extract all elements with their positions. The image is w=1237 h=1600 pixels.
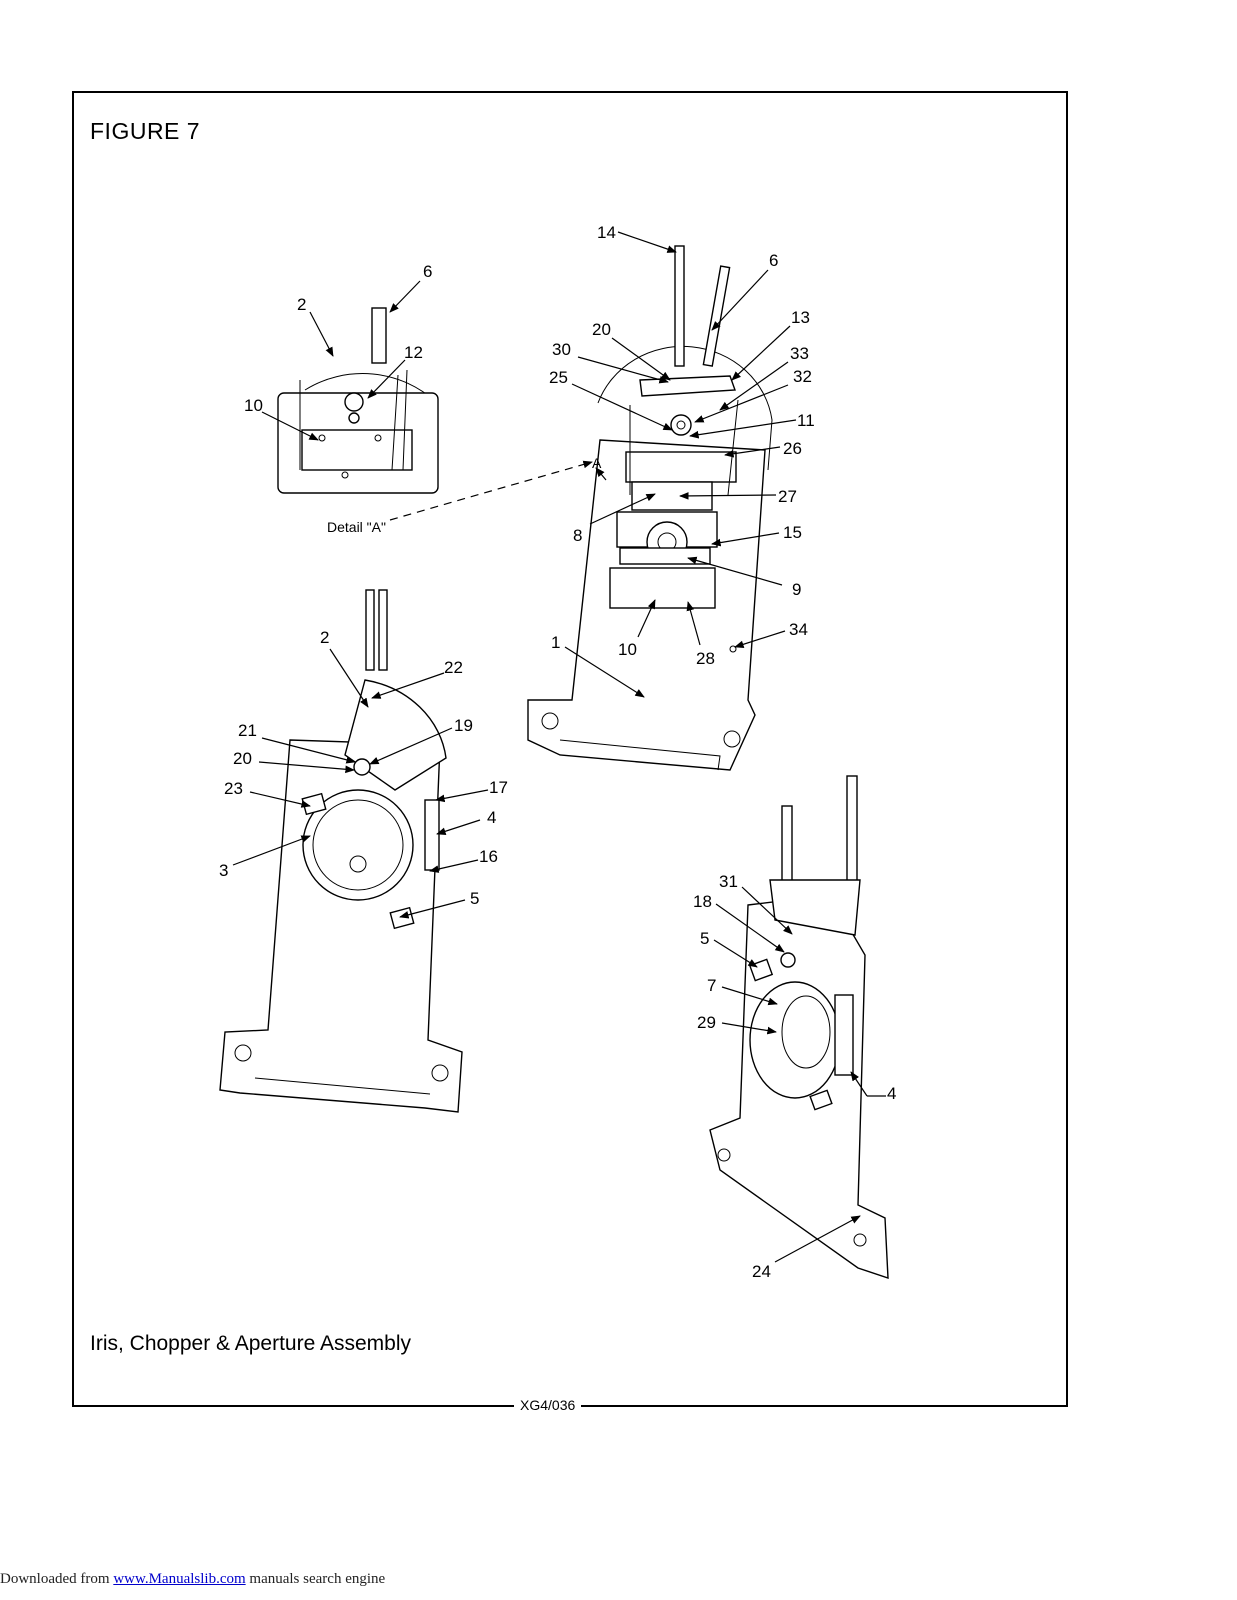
callout-28: 28 [696,649,715,668]
callout-detail-6: 6 [423,262,432,281]
lower-block-10 [609,567,716,609]
rod-6 [702,265,731,367]
callout-18: 18 [693,892,712,911]
aperture-center [781,995,831,1069]
footer-suffix: manuals search engine [245,1571,386,1587]
callout-34: 34 [789,620,808,639]
callout-31: 31 [719,872,738,891]
rod-14 [674,245,685,367]
nut-18 [780,952,796,968]
callout-11: 11 [797,411,815,430]
detail-circle-arc [304,373,437,403]
figure-caption: Iris, Chopper & Aperture Assembly [90,1332,411,1355]
callout-7: 7 [707,976,716,995]
detail-knob [344,392,364,412]
callout-16: 16 [479,847,498,866]
mount-hole [723,730,741,748]
callout-left-2: 2 [320,628,329,647]
callout-32: 32 [793,367,812,386]
callout-22: 22 [444,658,463,677]
mount-hole [541,712,559,730]
callout-left-4: 4 [487,808,496,827]
footer-prefix: Downloaded from [0,1571,114,1587]
callout-26: 26 [783,439,802,458]
download-footer: Downloaded from www.Manualslib.com manua… [0,1571,385,1588]
bracket-13 [639,375,736,397]
figure-title: FIGURE 7 [90,118,201,144]
detail-rod-6 [371,307,387,364]
iris-3 [302,789,414,901]
mount-hole [431,1064,449,1082]
callout-29: 29 [697,1013,716,1032]
callout-right-4: 4 [887,1084,896,1103]
detail-screw [318,434,326,442]
rod-right [781,805,793,887]
solenoid-4-right [834,994,854,1076]
leader-lines [232,231,886,1263]
callout-19: 19 [454,716,473,735]
detail-springs [299,369,408,471]
callout-8: 8 [573,526,582,545]
callout-left-5: 5 [470,889,479,908]
callout-24: 24 [752,1262,771,1281]
aperture-block-26 [625,451,737,483]
base-slot [559,739,721,771]
callout-right-5: 5 [700,929,709,948]
top-assembly-view [527,245,773,771]
callout-14: 14 [597,223,616,242]
callout-6: 6 [769,251,778,270]
detail-a-marker: A [592,455,602,471]
callout-10: 10 [618,640,637,659]
detail-screw [341,471,349,479]
callout-15: 15 [783,523,802,542]
manualslib-link[interactable]: www.Manualslib.com [113,1571,246,1587]
callout-detail-12: 12 [404,343,423,362]
rod-left [378,589,388,671]
callout-21: 21 [238,721,257,740]
callout-20: 20 [592,320,611,339]
iris-hole [349,855,367,873]
pivot-32 [676,420,686,430]
callout-23: 23 [224,779,243,798]
chopper-bracket [769,879,861,936]
mount-hole [717,1148,731,1162]
detail-a-label: Detail "A" [327,519,386,535]
callout-27: 27 [778,487,797,506]
clip-lower [809,1089,833,1111]
slide-9 [619,547,711,565]
callout-left-20: 20 [233,749,252,768]
callout-detail-10: 10 [244,396,263,415]
callout-33: 33 [790,344,809,363]
mount-hole [234,1044,252,1062]
callout-1: 1 [551,633,560,652]
callout-detail-2: 2 [297,295,306,314]
mount-hole [853,1233,867,1247]
rod-left [365,589,375,671]
callout-9: 9 [792,580,801,599]
right-assembly-view [709,775,889,1279]
left-assembly-view [219,589,463,1113]
callout-labels: 6 2 12 10 14 6 13 20 33 30 32 25 11 26 2… [219,223,896,1281]
iris-inner [312,799,404,891]
detail-a-view [277,307,439,494]
detail-block [301,429,413,471]
drawing-number: XG4/036 [514,1397,582,1413]
screw-34 [729,645,737,653]
callout-3: 3 [219,861,228,880]
callout-17: 17 [489,778,508,797]
detail-knob-base [348,412,360,424]
callout-30: 30 [552,340,571,359]
detail-link-line [389,460,593,521]
base-slot-left [254,1077,431,1095]
pivot-19 [353,758,371,776]
rod-right [846,775,858,882]
callout-13: 13 [791,308,810,327]
callout-25: 25 [549,368,568,387]
pivot-33 [670,414,692,436]
detail-screw [374,434,382,442]
springs-25 [629,399,739,496]
solenoid-4 [424,799,440,871]
